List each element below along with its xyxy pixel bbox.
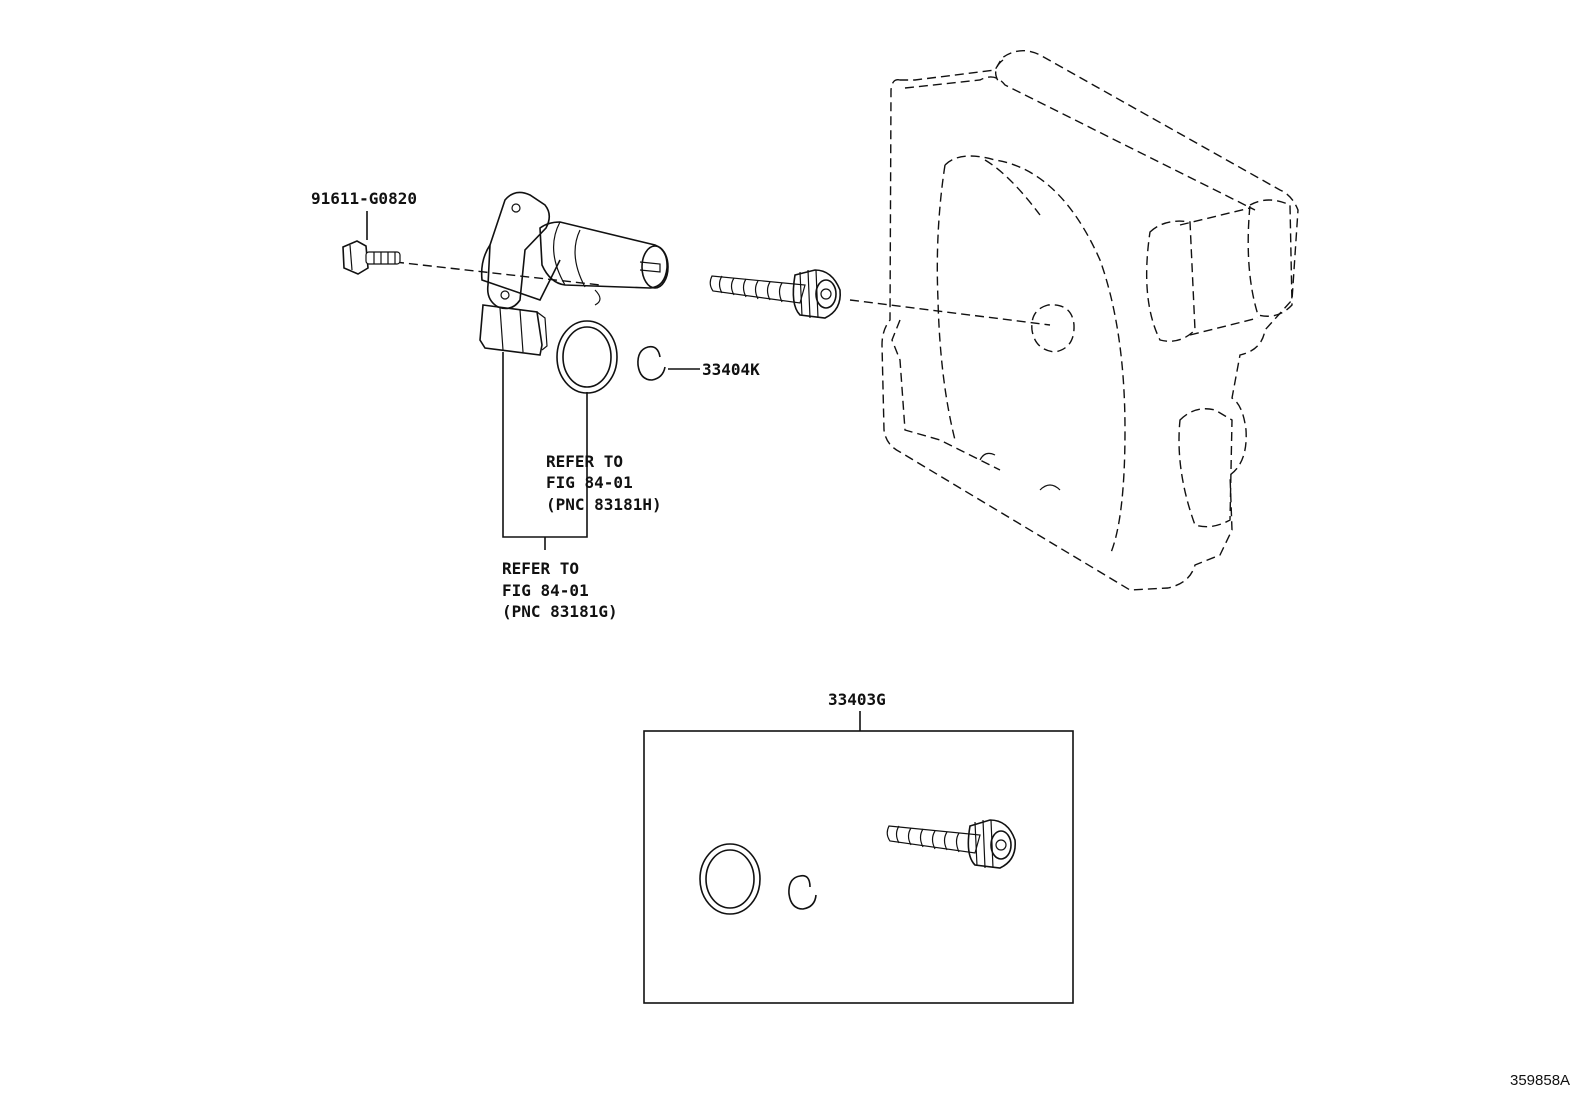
svg-text:FIG 84-01: FIG 84-01 xyxy=(546,473,633,492)
svg-text:(PNC 83181G): (PNC 83181G) xyxy=(502,602,618,621)
o-ring xyxy=(556,320,618,394)
bolt-part-number: 91611-G0820 xyxy=(311,189,417,208)
transmission-case xyxy=(881,50,1299,591)
illustration-number: 359858A xyxy=(1510,1072,1570,1089)
svg-text:REFER TO: REFER TO xyxy=(502,559,579,578)
clip-part-number: 33404K xyxy=(702,360,760,379)
sensor-reference-note: REFER TO FIG 84-01 (PNC 83181G) xyxy=(502,559,618,621)
kit-o-ring xyxy=(699,843,761,915)
kit-part-number: 33403G xyxy=(828,690,886,709)
svg-text:REFER TO: REFER TO xyxy=(546,452,623,471)
kit-driven-gear xyxy=(886,819,1017,869)
speed-sensor xyxy=(479,191,669,356)
kit-snap-clip xyxy=(788,874,817,910)
snap-clip xyxy=(637,345,700,381)
kit-box xyxy=(643,730,1074,1004)
svg-text:(PNC 83181H): (PNC 83181H) xyxy=(546,495,662,514)
bolt-assembly-line xyxy=(394,261,601,286)
svg-text:FIG 84-01: FIG 84-01 xyxy=(502,581,589,600)
flange-bolt xyxy=(342,240,401,275)
oring-reference-note: REFER TO FIG 84-01 (PNC 83181H) xyxy=(546,452,662,514)
gear-assembly-line xyxy=(849,299,1051,326)
driven-gear xyxy=(709,269,842,319)
